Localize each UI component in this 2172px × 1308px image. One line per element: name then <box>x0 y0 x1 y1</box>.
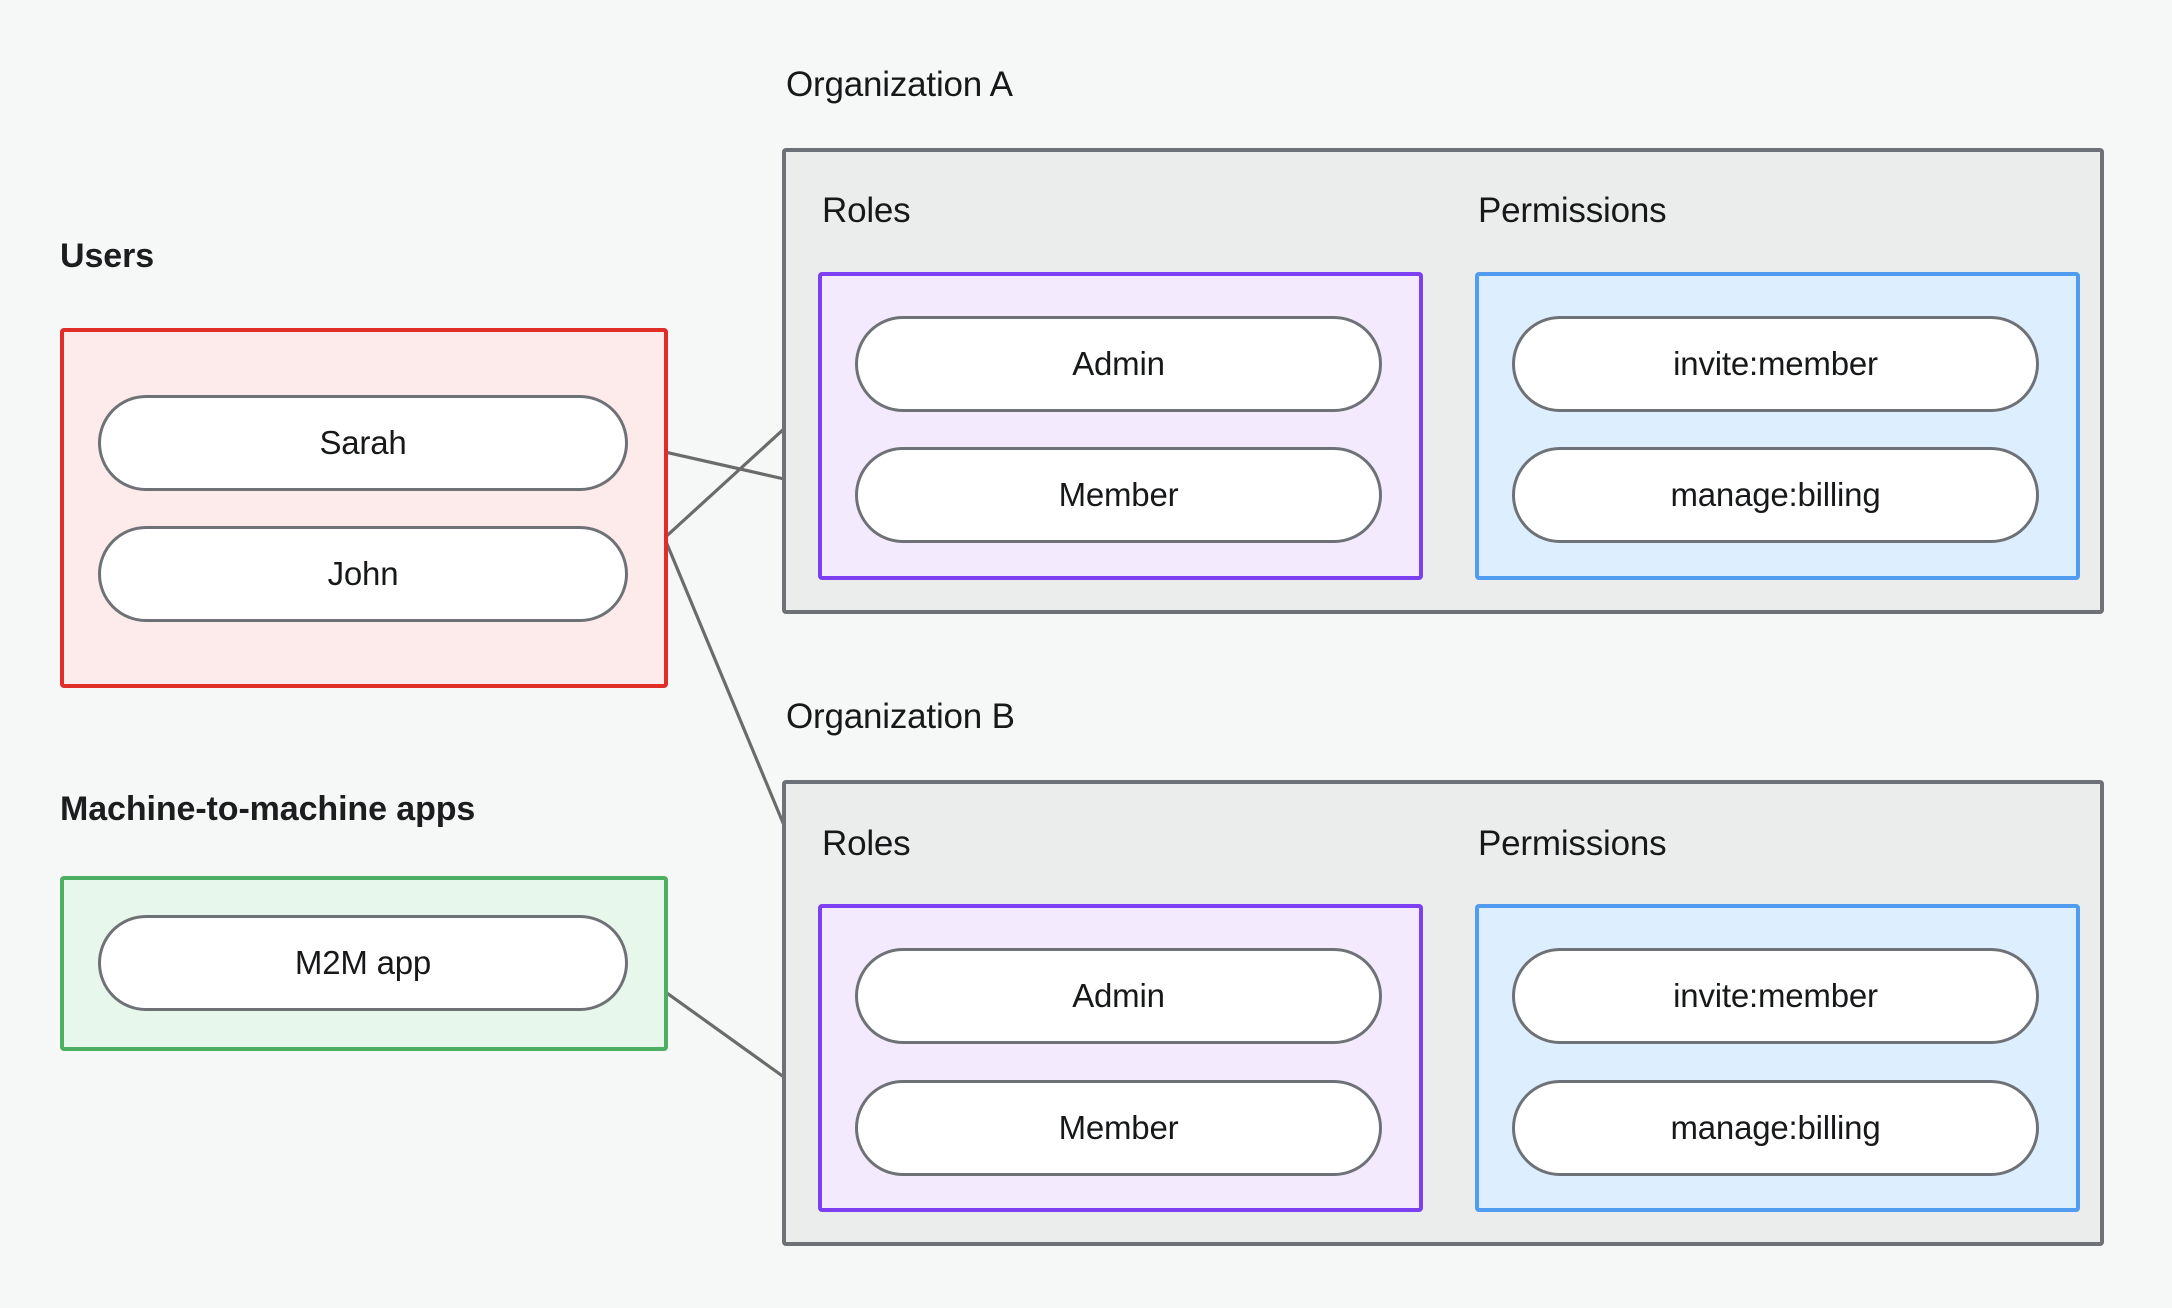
organization-b-role-admin[interactable]: Admin <box>855 948 1382 1044</box>
organization-b-role-member[interactable]: Member <box>855 1080 1382 1176</box>
node-m2m-app[interactable]: M2M app <box>98 915 628 1011</box>
organization-a-permission-invite-member[interactable]: invite:member <box>1512 316 2039 412</box>
organization-b-roles-title: Roles <box>822 824 911 863</box>
node-user-john[interactable]: John <box>98 526 628 622</box>
users-group-box <box>60 328 668 688</box>
organization-a-title: Organization A <box>786 65 1013 104</box>
organization-b-title: Organization B <box>786 697 1015 736</box>
users-group-title: Users <box>60 237 155 275</box>
organization-b-permission-manage-billing[interactable]: manage:billing <box>1512 1080 2039 1176</box>
organization-b-permissions-title: Permissions <box>1478 824 1667 863</box>
organization-a-roles-title: Roles <box>822 191 911 230</box>
organization-a-role-member[interactable]: Member <box>855 447 1382 543</box>
node-user-sarah[interactable]: Sarah <box>98 395 628 491</box>
organization-a-permission-manage-billing[interactable]: manage:billing <box>1512 447 2039 543</box>
organization-b-permission-invite-member[interactable]: invite:member <box>1512 948 2039 1044</box>
m2m-group-title: Machine-to-machine apps <box>60 790 476 828</box>
organization-a-permissions-title: Permissions <box>1478 191 1667 230</box>
organization-a-role-admin[interactable]: Admin <box>855 316 1382 412</box>
